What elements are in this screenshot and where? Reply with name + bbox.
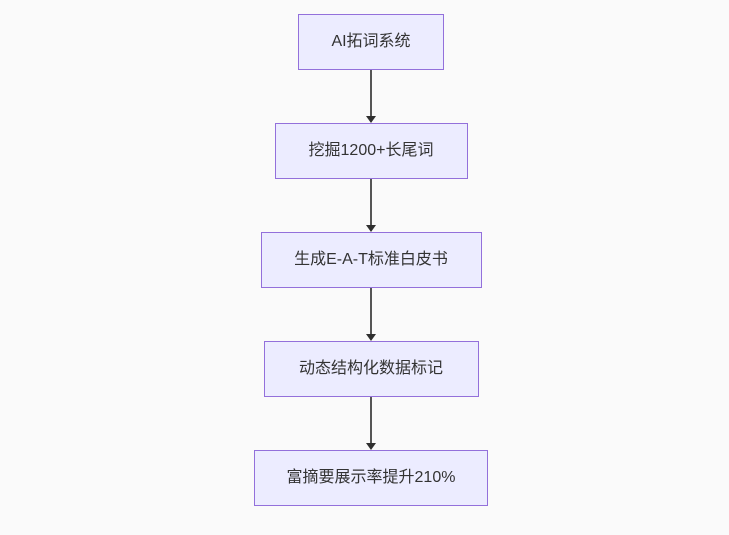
arrow-down-icon [365,288,377,341]
flow-node-label: 挖掘1200+长尾词 [308,142,434,159]
flow-node-rich-snippet-result: 富摘要展示率提升210% [254,450,488,506]
flow-node-ai-keyword-system: AI拓词系统 [298,14,444,70]
arrow-down-icon [365,179,377,232]
flow-node-eat-whitepaper: 生成E-A-T标准白皮书 [260,232,482,288]
arrow-down-icon [365,397,377,450]
arrow-shaft [370,397,372,443]
flow-node-label: 生成E-A-T标准白皮书 [294,251,448,268]
flow-node-label: 富摘要展示率提升210% [286,469,456,486]
arrow-shaft [370,179,372,225]
arrowhead-icon [366,116,376,123]
flow-node-label: 动态结构化数据标记 [298,360,443,377]
arrow-shaft [370,70,372,116]
flowchart: AI拓词系统 挖掘1200+长尾词 生成E-A-T标准白皮书 动态结构化数据标记 [254,14,488,506]
arrow-shaft [370,288,372,334]
arrowhead-icon [366,334,376,341]
flow-node-label: AI拓词系统 [331,33,411,50]
arrowhead-icon [366,443,376,450]
flow-node-longtail-mining: 挖掘1200+长尾词 [274,123,468,179]
arrow-down-icon [365,70,377,123]
arrowhead-icon [366,225,376,232]
flow-node-structured-data-markup: 动态结构化数据标记 [263,341,479,397]
